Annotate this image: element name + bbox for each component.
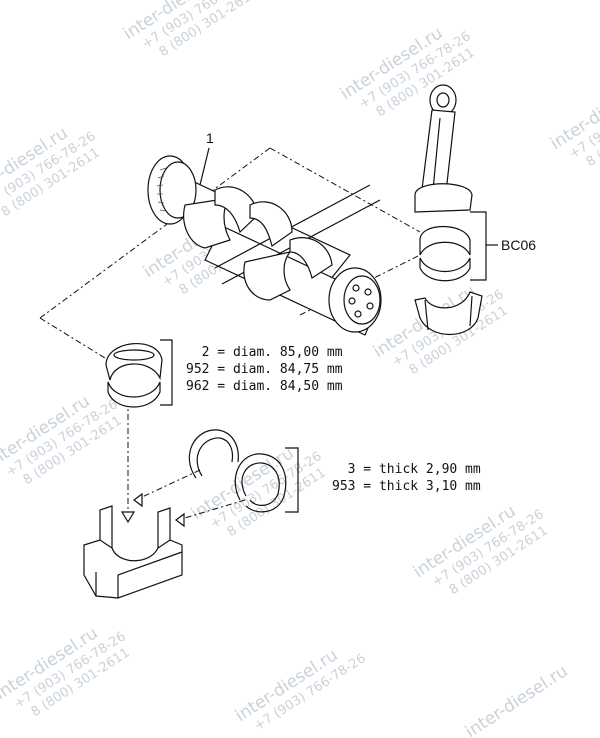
main-bearing-upper — [105, 342, 163, 381]
flange-bolt-hole — [348, 297, 356, 305]
thrust-washer-bracket — [285, 447, 299, 513]
watermark-block: inter-diesel.ru +7 (903) 766-78-26 — [232, 645, 369, 734]
conrod-leader-line — [269, 147, 421, 233]
main-bearing-bracket — [160, 339, 173, 406]
thrust-washer-upper-inner — [196, 437, 234, 477]
main-bearing-shells — [105, 342, 163, 408]
thrust-washer-lower — [234, 453, 287, 513]
main-bearing-groove — [113, 349, 155, 361]
crank-throw — [289, 237, 333, 279]
main-bearing-cap-lug — [157, 507, 171, 548]
crank-throw — [214, 186, 259, 234]
timing-gear-face — [159, 161, 197, 219]
arrow-head-icon — [175, 512, 185, 528]
bearing-leader-line — [39, 317, 106, 359]
connecting-rod — [414, 84, 473, 213]
arrow-head-icon — [133, 492, 143, 508]
conrod-cap — [414, 291, 483, 336]
crankshaft — [147, 155, 382, 336]
watermark-block: inter-diesel.ru +7 (903) 766-78-26 8 (80… — [337, 23, 478, 120]
conrod-cap-bolt — [424, 299, 429, 331]
flange-bolt-hole — [352, 284, 360, 292]
crank-throw — [249, 201, 293, 247]
thrust-washer-size-row: 3 = thick 2,90 mm — [332, 462, 481, 477]
conrod-bearing-shells — [419, 225, 471, 282]
main-bearing-size-row: 952 = diam. 84,75 mm — [186, 362, 343, 377]
main-bearing-size-row: 962 = diam. 84,50 mm — [186, 379, 343, 394]
counterweight — [243, 251, 292, 301]
watermark-block: inter-diesel.ru +7 (903) 766-78-26 8 (80… — [0, 623, 133, 720]
main-bearing-lower — [107, 381, 161, 408]
main-bearing-cap-edge — [117, 551, 183, 598]
main-bearing-cap-lug — [99, 505, 113, 548]
watermark-block: inter-diesel.ru +7 (903) 766-78-26 8 (80… — [410, 501, 551, 598]
crank-axis-line — [39, 147, 271, 319]
conrod-cap-body — [414, 291, 483, 336]
thrust-washer-size-row: 953 = thick 3,10 mm — [332, 479, 481, 494]
watermark-block: inter-diesel.ru +7 (903) 766-78-26 8 (80… — [188, 443, 329, 540]
crankshaft-callout-leader — [199, 147, 210, 186]
flange-bolt-hole — [366, 302, 374, 310]
watermark-block: inter-diesel.ru +7 (903) 766-78-26 8 (80… — [0, 123, 103, 220]
conrod-cap-bolt — [469, 295, 473, 327]
thrust-washers — [188, 429, 287, 513]
watermark-block: inter-diesel.ru +7 (903) 766-78-26 8 (80… — [0, 391, 125, 488]
crankshaft-edge — [214, 184, 371, 269]
gear-teeth — [156, 167, 167, 212]
conrod-bearing-callout: BC06 — [501, 237, 536, 253]
assembly-axis-lines — [39, 147, 421, 521]
thrust-washer-lower-inner — [241, 462, 280, 506]
bc06-bracket — [470, 211, 487, 281]
flange-bolt-hole — [364, 288, 372, 296]
main-bearing-size-row: 2 = diam. 85,00 mm — [186, 345, 343, 360]
watermark-block: inter-diesel.ru +7 (903) 766-78-26 8 (80… — [120, 0, 261, 60]
watermark-block: inter-diesel.ru — [462, 661, 572, 738]
conrod-bearing-upper — [419, 225, 471, 256]
arrow-head-icon — [120, 511, 136, 524]
thrust-washer-size-table: 3 = thick 2,90 mm 953 = thick 3,10 mm — [332, 462, 481, 494]
washer-leader-line-2 — [177, 499, 246, 521]
thrust-washer-upper — [188, 429, 239, 479]
flange-bolt-hole — [354, 310, 362, 318]
conrod-bearing-lower — [419, 257, 471, 282]
watermark-url: inter-diesel.ru — [462, 661, 572, 738]
main-bearing-cap — [83, 505, 183, 599]
conrod-small-end-bore — [436, 92, 450, 108]
main-bearing-size-table: 2 = diam. 85,00 mm 952 = diam. 84,75 mm … — [186, 345, 343, 394]
watermark-block: inter-diesel.ru +7 (903) 766-78-26 8 (80… — [547, 73, 600, 170]
conrod-big-end — [414, 183, 473, 213]
washer-leader-line — [139, 469, 201, 499]
crankshaft-callout: 1 — [206, 130, 214, 146]
